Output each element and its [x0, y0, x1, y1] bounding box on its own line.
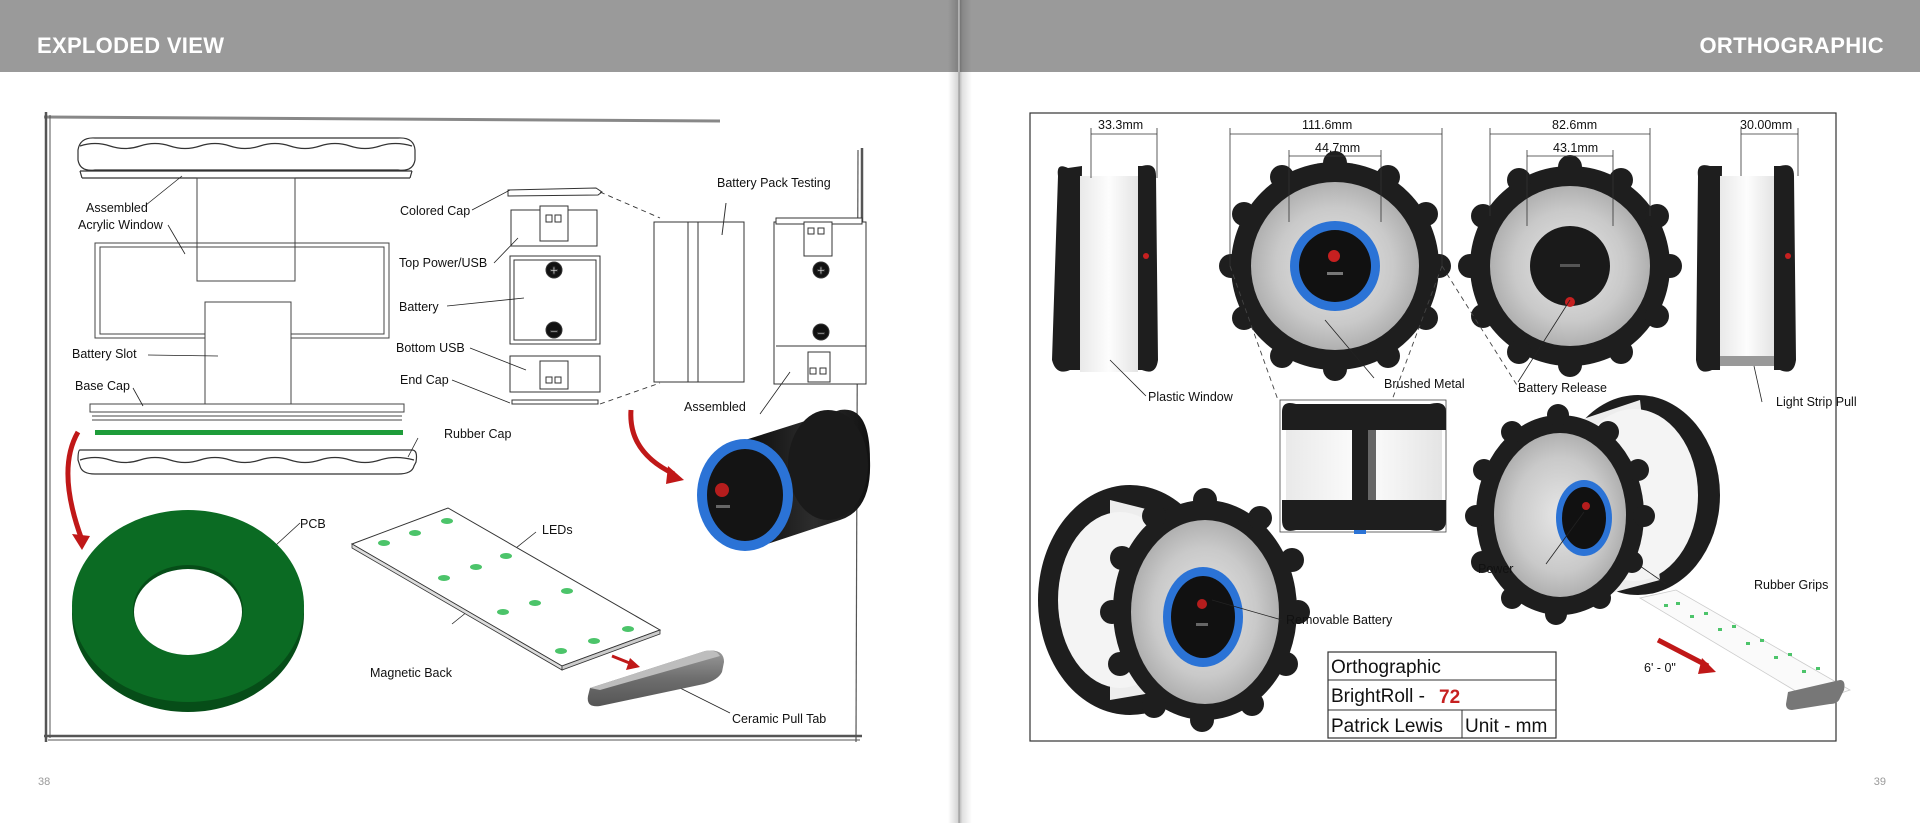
label-end-cap: End Cap [400, 373, 449, 387]
svg-text:+: + [817, 262, 825, 278]
label-battery-slot: Battery Slot [72, 347, 137, 361]
dim-inner-diameter: 44.7mm [1315, 141, 1360, 155]
svg-text:+: + [550, 262, 558, 278]
right-header-bar [960, 0, 1920, 72]
dashed-guide-bottom [599, 382, 661, 405]
arrow-strip-pull [1656, 637, 1710, 669]
arrow-down-battery [628, 409, 676, 477]
led-strip-line [95, 430, 403, 435]
dim-side-width: 33.3mm [1098, 118, 1143, 132]
label-pcb: PCB [300, 517, 326, 531]
isometric-view-left [1038, 485, 1310, 732]
leader-lines-battery [446, 189, 527, 404]
side-view-left [1052, 165, 1158, 372]
label-plastic-window: Plastic Window [1148, 390, 1234, 404]
label-removable-battery: Removable Battery [1286, 613, 1393, 627]
dimension-texts: 33.3mm 111.6mm 44.7mm 82.6mm 43.1mm 30.0… [1098, 118, 1792, 155]
label-power: Power [1478, 562, 1513, 576]
label-assembled: Assembled [684, 400, 746, 414]
label-battery-pack-testing: Battery Pack Testing [717, 176, 831, 190]
right-labels: Plastic Window Brushed Metal Battery Rel… [1148, 377, 1857, 675]
label-leds: LEDs [542, 523, 573, 537]
label-battery: Battery [399, 300, 439, 314]
top-view [1279, 399, 1447, 534]
label-assembled-acrylic-window-1: Assembled [86, 201, 148, 215]
arrow-head-pull-tab [626, 658, 640, 670]
arrow-head-strip-pull [1698, 658, 1716, 674]
svg-text:–: – [817, 324, 825, 340]
assembled-battery-cylinder [697, 409, 871, 551]
base-cap [89, 403, 405, 421]
left-page-number: 38 [38, 776, 51, 788]
rubber-cap-bottom [77, 449, 418, 475]
label-assembled-acrylic-window-2: Acrylic Window [78, 218, 164, 232]
dim-outer-diameter: 111.6mm [1302, 118, 1352, 132]
leader-assembled [759, 371, 791, 415]
right-page-number: 39 [1873, 776, 1886, 788]
battery-parts: + – [507, 187, 603, 405]
label-bottom-usb: Bottom USB [396, 341, 465, 355]
title-block-product: BrightRoll - [1331, 686, 1430, 707]
exploded-view-drawing: + – + [43, 112, 871, 743]
label-rubber-grips: Rubber Grips [1754, 578, 1828, 592]
left-page: EXPLODED VIEW [0, 0, 958, 823]
label-light-strip-pull: Light Strip Pull [1776, 395, 1857, 409]
title-block-unit: Unit - mm [1465, 716, 1547, 737]
title-block-view: Orthographic [1331, 657, 1441, 678]
ceramic-pull-tab [587, 650, 724, 707]
label-base-cap: Base Cap [75, 379, 130, 393]
title-block: Orthographic BrightRoll - 72 Patrick Lew… [1327, 651, 1557, 739]
arrow-head-pcb [72, 534, 90, 550]
dim-back-diameter: 82.6mm [1552, 118, 1597, 132]
side-view-right [1696, 165, 1796, 372]
title-block-author: Patrick Lewis [1331, 716, 1443, 737]
svg-text:–: – [550, 322, 558, 338]
arrow-down-pcb [65, 430, 85, 541]
back-view [1458, 155, 1682, 377]
label-colored-cap: Colored Cap [400, 204, 470, 218]
front-view [1219, 151, 1451, 381]
dimension-lines [1090, 128, 1799, 266]
dim-back-inner: 43.1mm [1553, 141, 1598, 155]
left-page-title: EXPLODED VIEW [37, 33, 225, 58]
light-strip-pulled [1638, 589, 1851, 710]
dashed-guide-top [599, 191, 661, 219]
label-magnetic-back: Magnetic Back [370, 666, 453, 680]
leader-lines-right [1109, 299, 1763, 621]
arrow-head-battery [666, 466, 684, 484]
right-page: ORTHOGRAPHIC [960, 0, 1920, 823]
rubber-cap-top [77, 137, 416, 179]
book-spine-shadow [948, 0, 972, 823]
right-page-title: ORTHOGRAPHIC [1699, 33, 1884, 58]
left-labels: Assembled Acrylic Window Battery Slot Ba… [72, 176, 831, 726]
dim-right-width: 30.00mm [1740, 118, 1792, 132]
label-strip-length: 6' - 0" [1644, 661, 1676, 675]
label-top-power-usb: Top Power/USB [399, 256, 487, 270]
battery-pack-testing: + – [653, 202, 867, 385]
label-battery-release: Battery Release [1518, 381, 1607, 395]
label-rubber-cap: Rubber Cap [444, 427, 511, 441]
label-ceramic-pull-tab: Ceramic Pull Tab [732, 712, 826, 726]
left-header-bar [0, 0, 958, 72]
isometric-view-right [1465, 395, 1720, 625]
orthographic-drawing: 33.3mm 111.6mm 44.7mm 82.6mm 43.1mm 30.0… [1029, 112, 1857, 742]
pcb-ring [72, 510, 304, 712]
projection-lines [1229, 265, 1521, 401]
label-brushed-metal: Brushed Metal [1384, 377, 1465, 391]
led-strip-board [350, 507, 662, 671]
acrylic-window [94, 177, 390, 405]
title-block-product-number: 72 [1439, 687, 1460, 708]
